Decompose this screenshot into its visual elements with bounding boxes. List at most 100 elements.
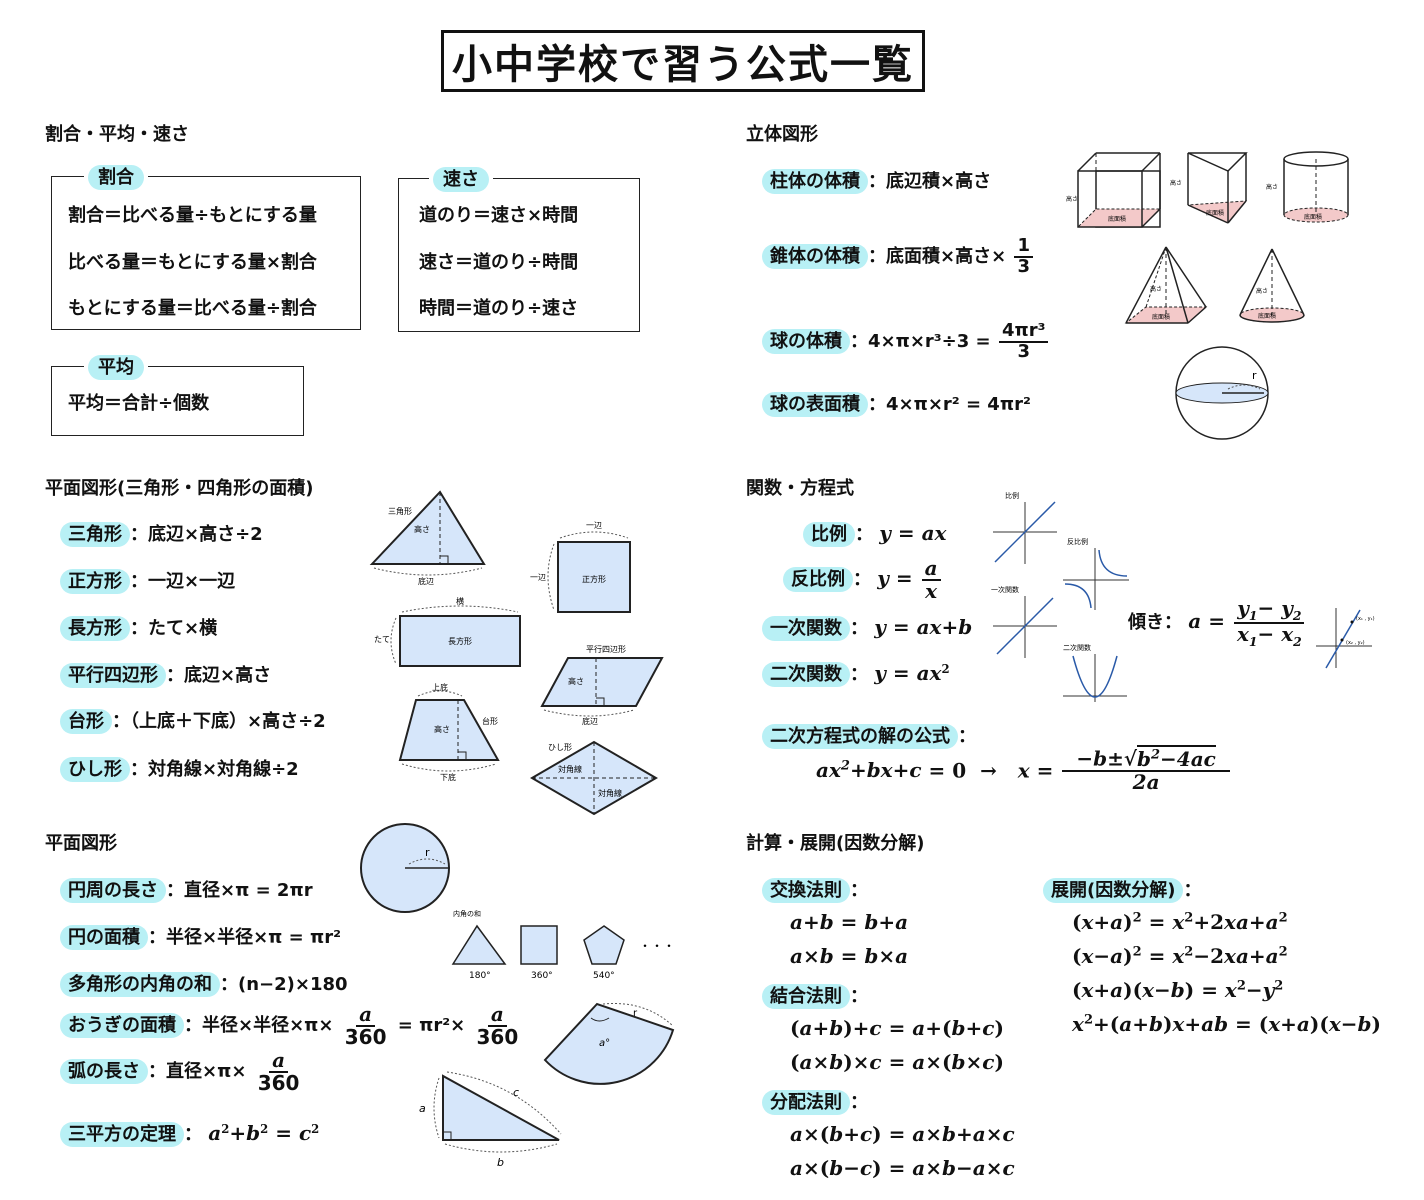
ratio-box: 割合 割合＝比べる量÷もとにする量 比べる量＝もとにする量×割合 もとにする量＝… bbox=[51, 163, 361, 330]
area-item-square: 正方形：一辺×一辺 bbox=[60, 567, 236, 594]
cone-base-text: 底面積 bbox=[1258, 312, 1276, 320]
graph-linear-text: 一次関数 bbox=[991, 585, 1019, 594]
sphere-label: 球の体積 bbox=[762, 328, 850, 354]
ratio-tag: 割合 bbox=[88, 165, 144, 190]
section-solid-title: 立体図形 bbox=[746, 124, 818, 145]
sector-formula: ：半径×半径×π× bbox=[184, 1015, 334, 1036]
interior-text: 内角の和 bbox=[453, 909, 481, 918]
dots-text: ・・・ bbox=[639, 939, 675, 953]
cone-formula: ：底面積×高さ× bbox=[868, 245, 1007, 267]
poly-label: 多角形の内角の和 bbox=[60, 972, 220, 997]
sphere-surface: 球の表面積：4×π×r² = 4πr² bbox=[762, 390, 1031, 417]
fig-square-side-left: 一辺 bbox=[530, 573, 546, 582]
assoc-eq-2: (a×b)×c = a×(b×c) bbox=[790, 1050, 1004, 1074]
quadeq-label: 二次方程式の解の公式 bbox=[762, 724, 958, 749]
sector-r-text: r bbox=[633, 1008, 638, 1019]
arc-frac-den: 360 bbox=[257, 1071, 300, 1095]
rectangle-figure: 横 たて 長方形 bbox=[374, 596, 521, 667]
ratio-line-3: もとにする量＝比べる量÷割合 bbox=[68, 298, 317, 319]
comm-colon: ： bbox=[850, 880, 868, 901]
solid-figures: 高さ 底面積 高さ 底面積 高さ 底面積 高さ 底面積 bbox=[1066, 151, 1349, 440]
ratio-line-1: 割合＝比べる量÷もとにする量 bbox=[68, 205, 317, 226]
tri-c-text: c bbox=[513, 1086, 519, 1099]
fig-trapezoid-upper: 上底 bbox=[432, 682, 448, 692]
arc-label: 弧の長さ bbox=[60, 1059, 148, 1084]
speed-line-1: 道のり＝速さ×時間 bbox=[419, 205, 579, 226]
area-item-parallelogram: 平行四辺形：底辺×高さ bbox=[60, 661, 272, 688]
fig-trapezoid-lower: 下底 bbox=[440, 772, 456, 782]
slope-label: 傾き： bbox=[1128, 612, 1182, 634]
fig-rect-text: 長方形 bbox=[448, 636, 472, 646]
pyramid-height-text: 高さ bbox=[1150, 285, 1162, 293]
comm-eq-1: a+b = b+a bbox=[790, 910, 909, 934]
trapezoid-label: 台形 bbox=[60, 709, 112, 734]
trapezoid-formula: ：（上底＋下底）×高さ÷2 bbox=[112, 711, 326, 732]
fig-square-side-top: 一辺 bbox=[586, 521, 602, 530]
prism-height-text: 高さ bbox=[1170, 179, 1182, 187]
prism-formula: ：底辺積×高さ bbox=[868, 171, 992, 192]
area-item-rectangle: 長方形：たて×横 bbox=[60, 614, 218, 641]
inv-colon: ： bbox=[853, 569, 871, 590]
fig-parallelogram-height: 高さ bbox=[568, 676, 584, 686]
circle-figure: r bbox=[360, 823, 450, 913]
rhombus-formula: ：対角線×対角線÷2 bbox=[130, 759, 299, 780]
fig-rhombus-diag-1: 対角線 bbox=[558, 764, 582, 774]
sector-label: おうぎの面積 bbox=[60, 1013, 184, 1038]
area-item-triangle: 三角形：底辺×高さ÷2 bbox=[60, 520, 263, 547]
triangular-prism-figure: 高さ 底面積 bbox=[1170, 152, 1248, 224]
poly-formula: ：(n−2)×180 bbox=[220, 974, 348, 995]
graph-quadratic: 二次関数 bbox=[1063, 643, 1127, 702]
graph-prop-text: 比例 bbox=[1005, 491, 1019, 500]
cone-height-text: 高さ bbox=[1256, 287, 1268, 295]
sector-frac1-den: 360 bbox=[344, 1025, 387, 1049]
parallelogram-formula: ：底辺×高さ bbox=[166, 665, 272, 686]
sphere-r-text: r bbox=[1252, 369, 1257, 382]
linear-label: 一次関数 bbox=[762, 616, 850, 641]
linear-colon: ： bbox=[850, 618, 868, 639]
distributive-title: 分配法則： bbox=[762, 1088, 868, 1115]
function-graphs: 比例 反比例 一次関数 二次関数 bbox=[991, 491, 1129, 702]
prism-volume: 柱体の体積：底辺積×高さ bbox=[762, 167, 992, 194]
circ-formula: ：直径×π = 2πr bbox=[166, 880, 313, 901]
fig-triangle-base: 底辺 bbox=[418, 576, 434, 586]
cylinder-base-text: 底面積 bbox=[1304, 213, 1322, 221]
fig-triangle-height: 高さ bbox=[414, 524, 430, 534]
section-plane-area-title: 平面図形(三角形・四角形の面積) bbox=[45, 478, 314, 499]
sphere-frac-num: 4πr³ bbox=[998, 321, 1049, 343]
interior-angle-figures: 内角の和 180° 360° 540° ・・・ bbox=[451, 909, 675, 981]
fig-square-text: 正方形 bbox=[582, 574, 606, 584]
area-label: 円の面積 bbox=[60, 925, 148, 950]
dist-label: 分配法則 bbox=[762, 1090, 850, 1115]
quad-label: 二次関数 bbox=[762, 662, 850, 687]
func-quadratic: 二次関数： y = ax2 bbox=[762, 660, 950, 687]
fig-trapezoid-text: 台形 bbox=[482, 716, 498, 726]
sector-mid: = πr²× bbox=[397, 1015, 466, 1036]
sector-frac2-num: a bbox=[487, 1004, 507, 1027]
deg180-text: 180° bbox=[469, 971, 491, 981]
rhombus-label: ひし形 bbox=[60, 757, 130, 782]
fig-rect-tate: たて bbox=[374, 635, 390, 644]
expand-eq-3: (x+a)(x−b) = x2−y2 bbox=[1072, 978, 1284, 1002]
deg540-text: 540° bbox=[593, 971, 615, 981]
comm-label: 交換法則 bbox=[762, 878, 850, 903]
surface-label: 球の表面積 bbox=[762, 392, 868, 417]
ratio-line-2: 比べる量＝もとにする量×割合 bbox=[68, 252, 317, 273]
parallelogram-label: 平行四辺形 bbox=[60, 663, 166, 688]
cube-height-text: 高さ bbox=[1066, 195, 1078, 203]
cube-base-text: 底面積 bbox=[1108, 215, 1126, 223]
pythagorean: 三平方の定理： a2+b2 = c2 bbox=[60, 1120, 319, 1147]
pyramid-figure: 高さ 底面積 bbox=[1124, 246, 1208, 324]
deg360-text: 360° bbox=[531, 971, 553, 981]
section-ratio-title: 割合・平均・速さ bbox=[45, 124, 189, 145]
rectangle-formula: ：たて×横 bbox=[130, 618, 218, 639]
polygon-interior: 多角形の内角の和：(n−2)×180 bbox=[60, 970, 348, 997]
sphere-figure: r bbox=[1175, 346, 1269, 440]
quad-eq-title: 二次方程式の解の公式： bbox=[762, 722, 976, 749]
rhombus-figure: ひし形 対角線 対角線 bbox=[530, 740, 658, 816]
plane-figures: r 内角の和 180° 360° 540° ・・・ r a° a c b bbox=[360, 823, 675, 1169]
expand-label: 展開(因数分解) bbox=[1043, 878, 1184, 903]
section-calc-title: 計算・展開(因数分解) bbox=[746, 833, 925, 854]
square-formula: ：一辺×一辺 bbox=[130, 571, 236, 592]
